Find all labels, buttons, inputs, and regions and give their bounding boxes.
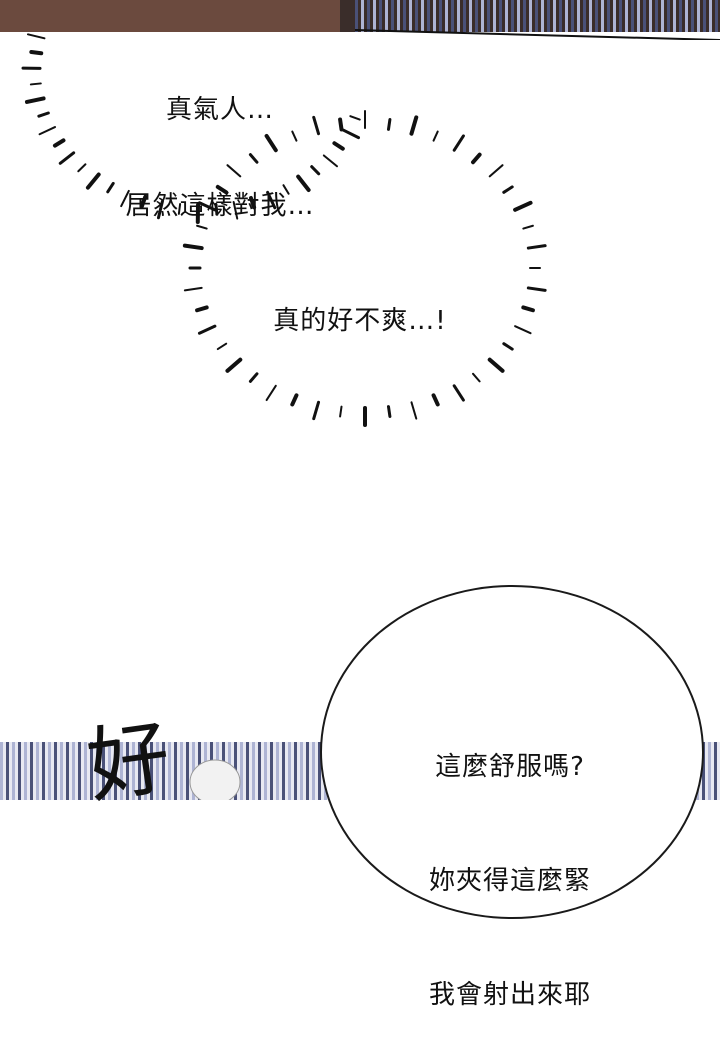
speech-bubble-line-2: 妳夾得這麼緊 <box>360 862 660 900</box>
thought-bubble-1: 真氣人… 居然這樣對我… <box>85 30 355 254</box>
speech-bubble-line-3: 我會射出來耶 <box>360 976 660 1014</box>
thought-bubble-2: 真的好不爽…! <box>240 241 480 369</box>
sfx-brush-text: 好 <box>82 713 176 814</box>
thought-bubble-1-line-1: 真氣人… <box>85 94 355 126</box>
thought-bubble-1-line-2: 居然這樣對我… <box>85 190 355 222</box>
speech-bubble-text: 這麼舒服嗎? 妳夾得這麼緊 我會射出來耶 <box>360 672 660 1052</box>
thought-bubble-2-line-1: 真的好不爽…! <box>240 305 480 337</box>
speech-bubble-line-1: 這麼舒服嗎? <box>360 748 660 786</box>
